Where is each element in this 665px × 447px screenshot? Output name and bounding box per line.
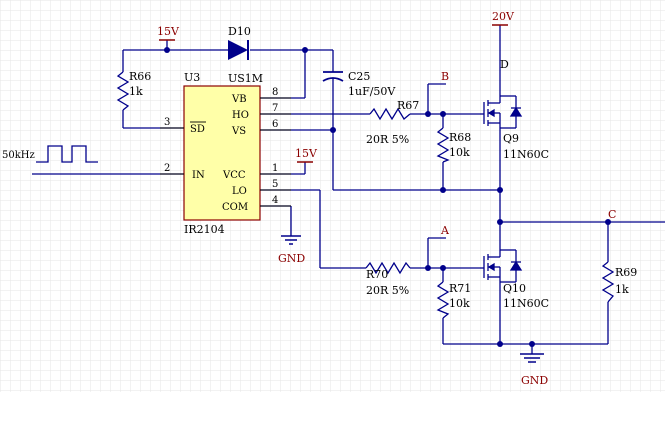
- u3-pin-6-num: 6: [272, 119, 278, 130]
- net-15v-top-label: 15V: [157, 25, 180, 38]
- probe-a-label: A: [440, 224, 450, 237]
- r71-value: 10k: [449, 297, 470, 310]
- net-20v-label: 20V: [492, 10, 515, 23]
- junction-dots: [164, 47, 611, 347]
- r67-designator: R67: [397, 99, 419, 112]
- probe-b-label: B: [441, 70, 449, 83]
- r69-value: 1k: [615, 283, 629, 296]
- r66-designator: R66: [129, 70, 151, 83]
- r70-resistor[interactable]: [365, 261, 411, 275]
- u3-pin-ho-name: HO: [232, 110, 249, 121]
- u3-ic[interactable]: U3 IR2104 SD IN 3 2 VB HO VS VCC LO COM …: [160, 71, 291, 236]
- input-signal-label: 50kHz: [2, 150, 35, 161]
- u3-pin-4-num: 4: [272, 195, 278, 206]
- q9-drain-label: D: [500, 58, 509, 71]
- r71-designator: R71: [449, 282, 471, 295]
- r67-resistor[interactable]: [369, 107, 411, 121]
- r66-resistor[interactable]: [116, 71, 130, 111]
- r67-value: 20R 5%: [366, 133, 409, 146]
- u3-pin-vcc-name: VCC: [222, 170, 246, 181]
- u3-part: IR2104: [184, 223, 225, 236]
- ground-symbol-bottom: [520, 353, 544, 363]
- power-port-15v-top: 15V: [157, 25, 180, 41]
- power-port-20v: 20V: [492, 10, 515, 26]
- q9-part: 11N60C: [503, 148, 549, 161]
- u3-pin-8-num: 8: [272, 87, 278, 98]
- u3-pin-5-num: 5: [272, 179, 278, 190]
- u3-pin-3-num: 3: [164, 117, 170, 128]
- q10-part: 11N60C: [503, 297, 549, 310]
- u3-pin-7-num: 7: [272, 103, 278, 114]
- c25-capacitor[interactable]: C25 1uF/50V: [322, 70, 396, 98]
- probe-c-label: C: [608, 208, 616, 221]
- net-gnd-bottom-label: GND: [521, 374, 548, 387]
- net-gnd-ic-label: GND: [278, 252, 305, 265]
- r66-value: 1k: [129, 85, 143, 98]
- u3-pin-vs-name: VS: [231, 126, 246, 137]
- r68-resistor[interactable]: [436, 127, 450, 163]
- r71-resistor[interactable]: [436, 281, 450, 319]
- wires: [32, 25, 665, 354]
- d10-diode[interactable]: D10 US1M: [228, 25, 263, 85]
- u3-pin-2-num: 2: [164, 163, 170, 174]
- u3-pin-in-name: IN: [192, 170, 205, 181]
- r68-value: 10k: [449, 146, 470, 159]
- u3-pin-lo-name: LO: [232, 186, 247, 197]
- u3-pin-sd-name: SD: [190, 124, 205, 135]
- d10-designator: D10: [228, 25, 251, 38]
- power-port-15v-vcc: 15V: [295, 147, 318, 163]
- q9-designator: Q9: [503, 132, 519, 145]
- q9-mosfet[interactable]: [480, 95, 523, 129]
- r68-designator: R68: [449, 131, 471, 144]
- net-15v-vcc-label: 15V: [295, 147, 318, 160]
- q10-designator: Q10: [503, 282, 526, 295]
- u3-pin-com-name: COM: [222, 202, 248, 213]
- r69-resistor[interactable]: [601, 261, 615, 303]
- u3-designator: U3: [184, 71, 200, 84]
- r70-value: 20R 5%: [366, 284, 409, 297]
- u3-pin-vb-name: VB: [231, 94, 247, 105]
- r70-designator: R70: [366, 268, 388, 281]
- square-wave-icon: [36, 145, 98, 163]
- c25-designator: C25: [348, 70, 370, 83]
- c25-value: 1uF/50V: [348, 85, 396, 98]
- d10-part: US1M: [228, 72, 263, 85]
- q10-mosfet[interactable]: [480, 249, 523, 283]
- ground-symbol-ic: [281, 235, 301, 245]
- u3-pin-1-num: 1: [272, 163, 278, 174]
- r69-designator: R69: [615, 266, 637, 279]
